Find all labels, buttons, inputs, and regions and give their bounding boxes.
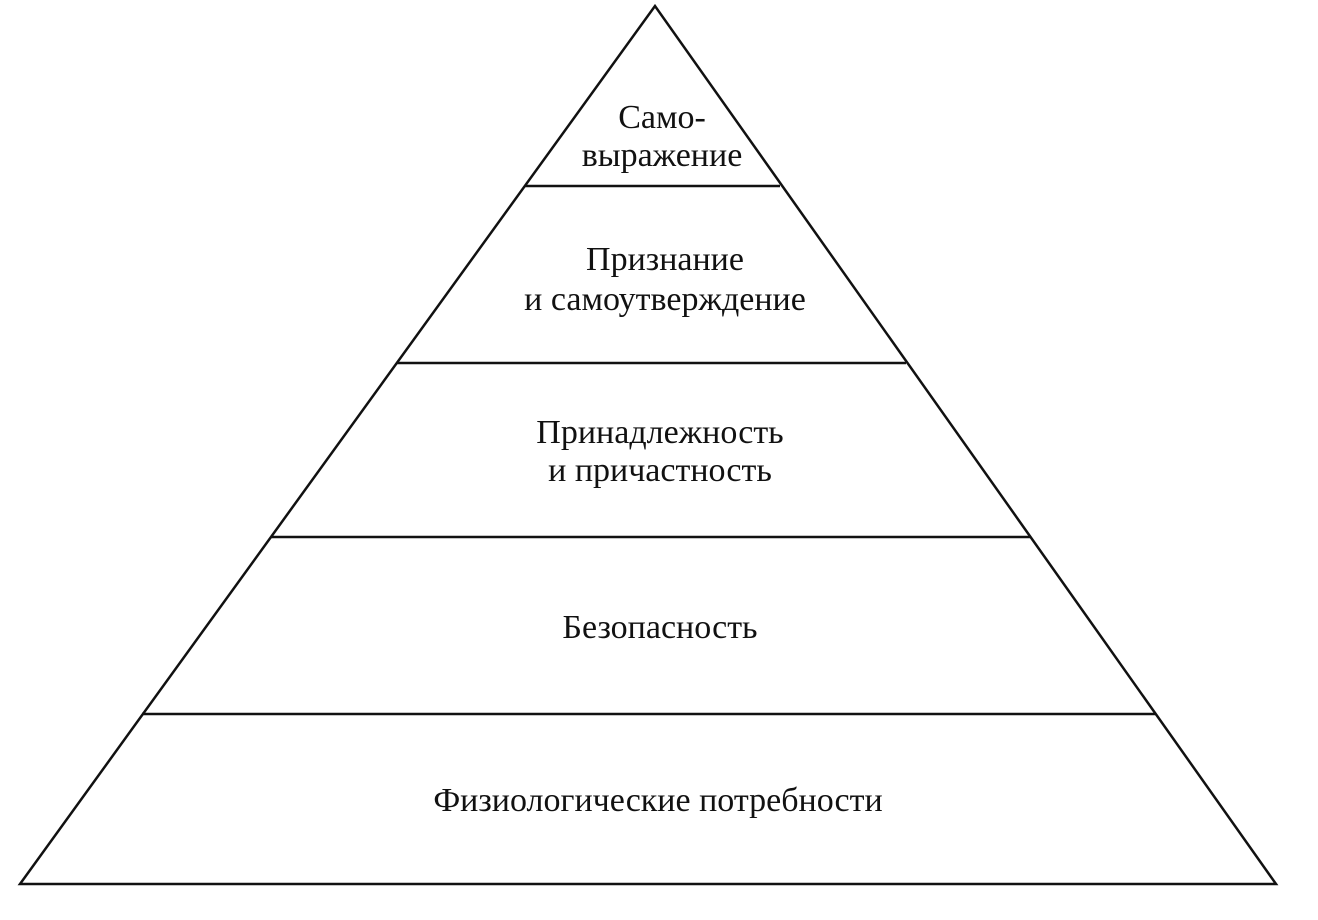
level-safety: Безопасность — [562, 609, 757, 646]
level-recognition-line-1: Признание — [586, 241, 744, 278]
level-physiological: Физиологические потребности — [433, 782, 882, 819]
pyramid-outline — [17, 3, 1279, 886]
level-recognition-line-2: и самоутверждение — [524, 281, 806, 318]
level-self-expression-line-1: Само- — [618, 99, 706, 136]
level-belonging-line-2: и причастность — [548, 452, 772, 489]
level-belonging-line-1: Принадлежность — [536, 414, 783, 451]
level-self-expression-line-2: выражение — [582, 137, 743, 174]
